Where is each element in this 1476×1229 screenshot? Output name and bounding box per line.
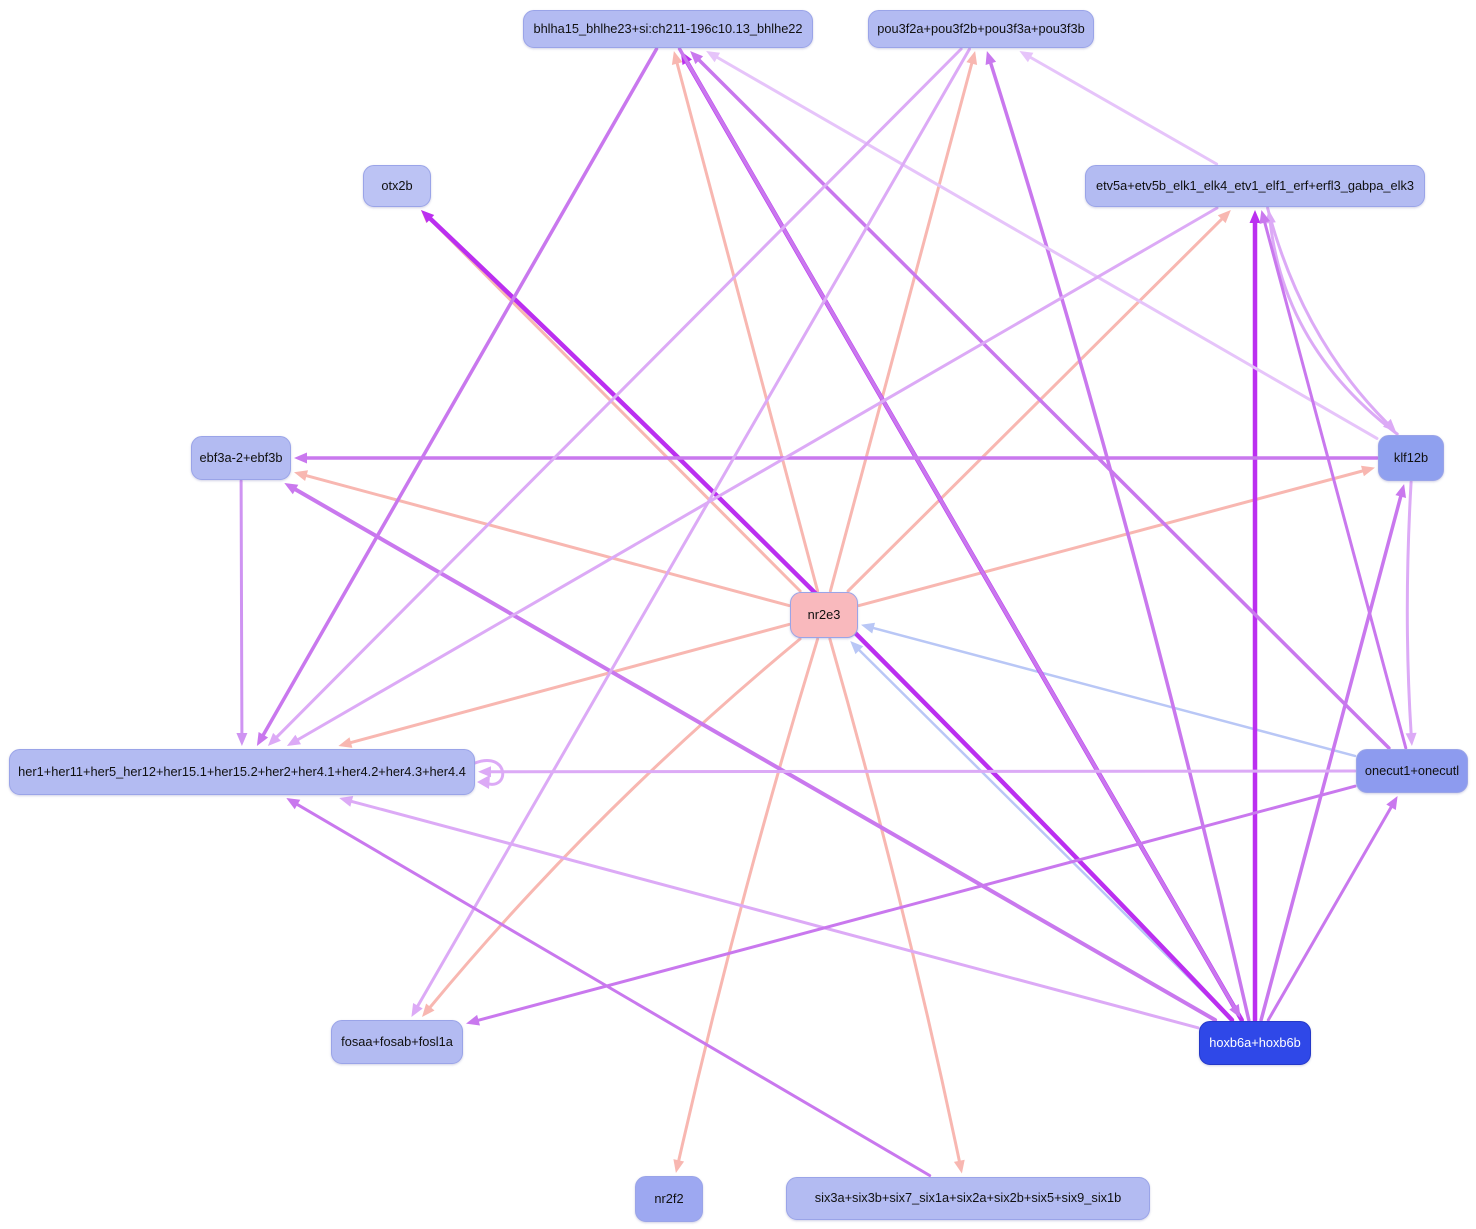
node-klf12b[interactable]: klf12b (1378, 435, 1444, 481)
edge-onecut1-etv5a (1259, 210, 1408, 750)
edge-onecut1-bhlha15 (690, 51, 1391, 750)
edge-klf12b-etv5a (1264, 210, 1399, 436)
edge-hoxb6a-pou3f2a (985, 51, 1251, 1022)
edge-nr2e3-etv5a (846, 210, 1231, 593)
node-etv5a[interactable]: etv5a+etv5b_elk1_elk4_etv1_elf1_erf+erfl… (1085, 165, 1425, 207)
edge-nr2e3-fosaa (422, 637, 802, 1017)
edge-klf12b-ebf3a (294, 452, 1379, 464)
edge-nr2e3-bhlha15 (671, 51, 820, 593)
edge-pou3f2a-fosaa (411, 47, 971, 1017)
edge-onecut1-her1 (478, 766, 1357, 778)
edge-onecut1-fosaa (466, 784, 1357, 1026)
edge-ebf3a-her1 (236, 479, 248, 746)
edge-hoxb6a-onecut1 (1266, 796, 1398, 1022)
edge-pou3f2a-her1 (267, 47, 963, 746)
edge-nr2e3-klf12b (857, 465, 1375, 608)
edge-hoxb6a-klf12b (1259, 484, 1406, 1022)
node-fosaa[interactable]: fosaa+fosab+fosl1a (331, 1020, 463, 1064)
edge-nr2e3-nr2f2 (673, 637, 820, 1173)
node-six3a[interactable]: six3a+six3b+six7_six1a+six2a+six2b+six5+… (786, 1176, 1150, 1220)
edge-bhlha15-her1 (256, 47, 659, 746)
node-ebf3a[interactable]: ebf3a-2+ebf3b (191, 436, 291, 480)
edge-her1-her1 (473, 759, 505, 789)
edge-nr2e3-her1 (338, 622, 791, 748)
edge-six3a-her1 (286, 798, 932, 1177)
edge-klf12b-onecut1 (1405, 480, 1417, 746)
node-otx2b[interactable]: otx2b (363, 165, 431, 207)
edge-bhlha15-hoxb6a (677, 47, 1241, 1018)
edge-klf12b-bhlha15 (706, 51, 1379, 440)
edge-nr2e3-six3a (828, 637, 965, 1174)
node-nr2f2[interactable]: nr2f2 (635, 1176, 703, 1222)
node-hoxb6a[interactable]: hoxb6a+hoxb6b (1199, 1021, 1311, 1065)
node-pou3f2a[interactable]: pou3f2a+pou3f2b+pou3f3a+pou3f3b (868, 10, 1094, 48)
edge-nr2e3-pou3f2a (828, 51, 978, 593)
edge-hoxb6a-ebf3a (284, 483, 1218, 1022)
edge-onecut1-nr2e3 (861, 622, 1357, 758)
node-onecut1[interactable]: onecut1+onecutl (1356, 749, 1468, 793)
node-nr2e3[interactable]: nr2e3 (790, 592, 858, 638)
edge-nr2e3-ebf3a (294, 470, 791, 608)
edge-etv5a-klf12b (1266, 206, 1397, 432)
edge-hoxb6a-her1 (339, 796, 1200, 1030)
node-her1[interactable]: her1+her11+her5_her12+her15.1+her15.2+he… (9, 749, 475, 795)
node-bhlha15[interactable]: bhlha15_bhlhe23+si:ch211-196c10.13_bhlhe… (523, 10, 813, 48)
edge-etv5a-her1 (286, 206, 1219, 746)
edge-hoxb6a-nr2e3 (850, 641, 1234, 1022)
edge-hoxb6a-etv5a (1249, 210, 1261, 1023)
edge-etv5a-pou3f2a (1019, 51, 1219, 166)
